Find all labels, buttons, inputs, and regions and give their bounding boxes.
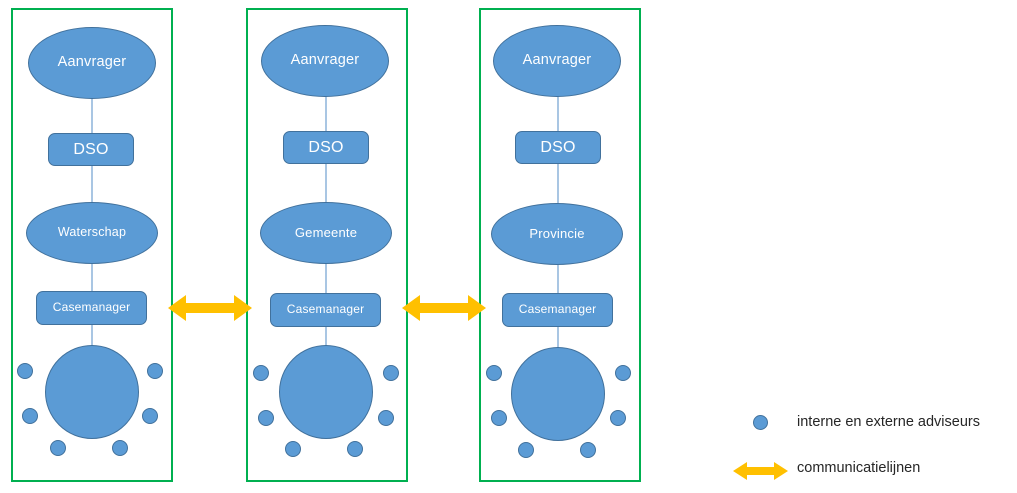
advisor-dot-1-4[interactable] — [142, 408, 158, 424]
casemanager-node-3-label: Casemanager — [518, 302, 597, 317]
aanvrager-node-3[interactable]: Aanvrager — [493, 25, 621, 97]
advisor-dot-2-5[interactable] — [285, 441, 301, 457]
aanvrager-node-2[interactable]: Aanvrager — [261, 25, 389, 97]
connector-dso-provincie-3 — [557, 164, 559, 204]
authority-node-2[interactable]: Gemeente — [260, 202, 392, 264]
authority-node-1-label: Waterschap — [57, 225, 127, 240]
connector-gemeente-casemanager-2 — [325, 262, 327, 294]
aanvrager-node-1-label: Aanvrager — [57, 54, 127, 71]
comm-arrow-1-2[interactable] — [168, 291, 252, 325]
advisor-dot-3-2[interactable] — [615, 365, 631, 381]
authority-node-2-label: Gemeente — [294, 224, 358, 240]
connector-waterschap-casemanager-1 — [91, 262, 93, 292]
connector-dso-waterschap-1 — [91, 164, 93, 204]
dso-node-2-label: DSO — [308, 138, 344, 156]
dso-node-2[interactable]: DSO — [283, 131, 369, 164]
dso-node-3-label: DSO — [540, 138, 576, 156]
advisor-hub-3[interactable] — [511, 347, 605, 441]
casemanager-node-2[interactable]: Casemanager — [270, 293, 381, 327]
advisor-dot-2-2[interactable] — [383, 365, 399, 381]
advisor-dot-2-6[interactable] — [347, 441, 363, 457]
connector-dso-gemeente-2 — [325, 162, 327, 202]
connector-casemanager-hub-1 — [91, 324, 93, 346]
advisor-dot-1-6[interactable] — [112, 440, 128, 456]
authority-node-3[interactable]: Provincie — [491, 203, 623, 265]
connector-casemanager-hub-2 — [325, 326, 327, 346]
advisor-dot-3-3[interactable] — [491, 410, 507, 426]
dso-node-3[interactable]: DSO — [515, 131, 601, 164]
advisor-dot-1-1[interactable] — [17, 363, 33, 379]
authority-node-3-label: Provincie — [529, 225, 585, 241]
dso-node-1[interactable]: DSO — [48, 133, 134, 166]
comm-arrow-2-3[interactable] — [402, 291, 486, 325]
advisor-dot-2-4[interactable] — [378, 410, 394, 426]
advisor-hub-1[interactable] — [45, 345, 139, 439]
aanvrager-node-3-label: Aanvrager — [522, 52, 592, 69]
advisor-dot-3-5[interactable] — [518, 442, 534, 458]
connector-casemanager-hub-3 — [557, 326, 559, 348]
advisor-dot-2-3[interactable] — [258, 410, 274, 426]
casemanager-node-3[interactable]: Casemanager — [502, 293, 613, 327]
casemanager-node-2-label: Casemanager — [286, 302, 365, 317]
advisor-hub-2[interactable] — [279, 345, 373, 439]
advisor-dot-2-1[interactable] — [253, 365, 269, 381]
advisor-dot-1-2[interactable] — [147, 363, 163, 379]
connector-aanvrager-dso-2 — [325, 96, 327, 132]
aanvrager-node-1[interactable]: Aanvrager — [28, 27, 156, 99]
advisor-dot-3-4[interactable] — [610, 410, 626, 426]
advisor-dot-1-5[interactable] — [50, 440, 66, 456]
casemanager-node-1[interactable]: Casemanager — [36, 291, 147, 325]
legend-communication-arrow-icon — [733, 459, 788, 483]
authority-node-1[interactable]: Waterschap — [26, 202, 158, 264]
connector-provincie-casemanager-3 — [557, 264, 559, 294]
aanvrager-node-2-label: Aanvrager — [290, 52, 360, 69]
legend-advisors-label: interne en externe adviseurs — [797, 414, 980, 430]
legend-advisors-dot-icon — [753, 415, 768, 430]
advisor-dot-3-1[interactable] — [486, 365, 502, 381]
connector-aanvrager-dso-3 — [557, 96, 559, 132]
connector-aanvrager-dso-1 — [91, 98, 93, 134]
casemanager-node-1-label: Casemanager — [52, 300, 131, 315]
advisor-dot-1-3[interactable] — [22, 408, 38, 424]
dso-node-1-label: DSO — [73, 140, 109, 158]
legend-communication-label: communicatielijnen — [797, 460, 921, 476]
advisor-dot-3-6[interactable] — [580, 442, 596, 458]
